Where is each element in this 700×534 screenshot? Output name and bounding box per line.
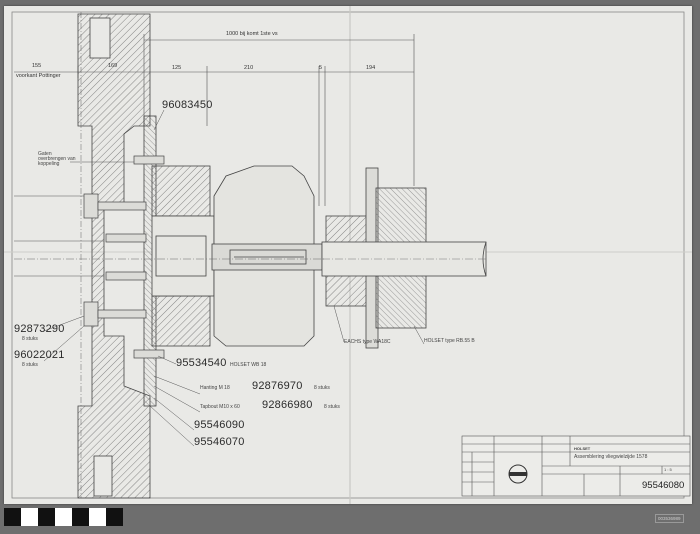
- part-92876970: 92876970: [252, 380, 303, 392]
- part-96022021: 96022021: [14, 349, 65, 361]
- title-block-drawing-number: 95546080: [642, 480, 685, 491]
- title-block-scale: 1 : 5: [664, 467, 672, 472]
- part-95546090: 95546090: [194, 419, 245, 431]
- part-92873290-qty: 8 stuks: [22, 336, 38, 342]
- dim-155-note: voorkant Pottinger: [16, 73, 61, 79]
- part-92876970-qty: 8 stuks: [314, 385, 330, 391]
- part-95534540-note: HOLSET WB 18: [230, 362, 267, 368]
- part-96022021-qty: 8 stuks: [22, 362, 38, 368]
- holset-logo-icon: [508, 464, 528, 484]
- dim-169: 169: [108, 63, 118, 69]
- dim-overall: 1000 bij komt 1ste vs: [226, 31, 278, 37]
- dim-194: 194: [366, 65, 376, 71]
- drawing-sheet: 1000 bij komt 1ste vs 155 voorkant Potti…: [4, 6, 692, 504]
- part-92876970-label: Hanting M 18: [200, 385, 230, 391]
- dim-125: 125: [172, 65, 182, 71]
- title-block-description: Assemblering vliegwielzijde 1578: [574, 454, 648, 460]
- dim-5: 5: [319, 65, 323, 71]
- part-92873290: 92873290: [14, 323, 65, 335]
- archive-stamp: 003536989: [655, 514, 684, 523]
- note-boring: Gaten overbrengen van koppeling: [38, 151, 76, 167]
- dim-155: 155: [32, 63, 42, 69]
- part-92866980-qty: 8 stuks: [324, 404, 340, 410]
- title-block-company: HOLSET: [574, 446, 591, 451]
- dim-210: 210: [244, 65, 254, 71]
- part-92866980-label: Tapbout M10 x 60: [200, 404, 240, 410]
- scale-ruler: [4, 508, 123, 526]
- holset-type-note: HOLSET type RB.55 B: [424, 338, 475, 344]
- technical-drawing: [4, 6, 692, 504]
- bracket-note: EACHS type WA18C: [344, 339, 391, 345]
- part-92866980: 92866980: [262, 399, 313, 411]
- part-95546070: 95546070: [194, 436, 245, 448]
- part-95534540: 95534540: [176, 357, 227, 369]
- part-96083450: 96083450: [162, 99, 213, 111]
